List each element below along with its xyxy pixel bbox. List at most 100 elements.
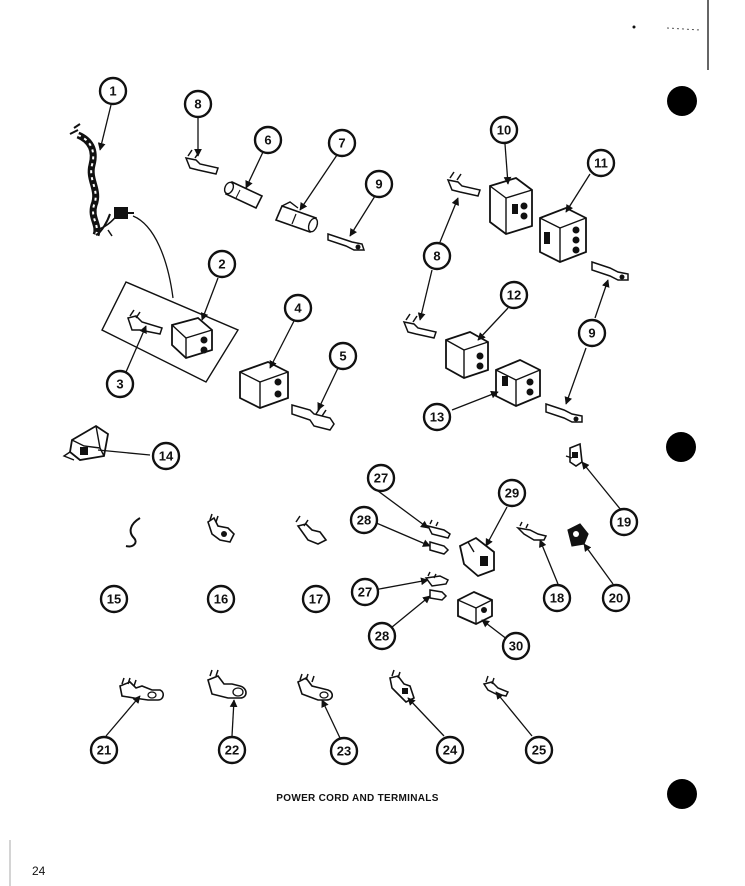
terminal-panel — [101, 281, 240, 383]
callout: 28 — [349, 505, 379, 535]
cap-20 — [567, 523, 589, 547]
callout: 21 — [89, 735, 119, 765]
binder-holes — [666, 86, 697, 809]
callout: 28 — [367, 621, 397, 651]
callout: 25 — [524, 735, 554, 765]
callout-label: 19 — [617, 515, 631, 530]
callout-label: 16 — [214, 592, 228, 607]
callout: 27 — [350, 577, 380, 607]
page-number: 24 — [32, 864, 46, 878]
callout: 15 — [99, 584, 129, 614]
callout: 7 — [327, 128, 357, 158]
binder-hole-bottom — [667, 779, 697, 809]
callout: 11 — [586, 148, 616, 178]
callout-label: 22 — [225, 743, 239, 758]
callout: 24 — [435, 735, 465, 765]
connector-housing-4 — [239, 361, 289, 409]
callout-label: 28 — [375, 629, 389, 644]
clip-15 — [125, 517, 141, 548]
callout: 27 — [366, 463, 396, 493]
connector-13 — [495, 359, 541, 407]
bracket-19 — [565, 442, 583, 467]
connector-11 — [539, 207, 587, 263]
callout: 2 — [207, 249, 237, 279]
connector-12 — [445, 331, 489, 379]
callout-label: 8 — [194, 97, 201, 112]
connector-30 — [457, 591, 493, 625]
callout: 14 — [151, 441, 181, 471]
callout: 12 — [499, 280, 529, 310]
callout-label: 5 — [339, 349, 346, 364]
callout-label: 11 — [594, 156, 608, 171]
terminal-16 — [207, 513, 235, 543]
callout-label: 25 — [532, 743, 546, 758]
terminal-27-top — [426, 519, 451, 539]
callout: 16 — [206, 584, 236, 614]
callout: 4 — [283, 293, 313, 323]
callout-label: 30 — [509, 639, 523, 654]
callout: 3 — [105, 369, 135, 399]
connector-29 — [458, 536, 495, 578]
power-cord-part — [69, 123, 134, 237]
callout-label: 13 — [430, 410, 444, 425]
sleeve-7 — [274, 201, 319, 234]
terminal-28-top — [429, 541, 450, 555]
ring-terminal-21 — [119, 677, 164, 701]
terminal-8-right-bottom — [402, 313, 437, 339]
bracket-14 — [62, 424, 109, 461]
callout: 10 — [489, 115, 519, 145]
leader-lines — [97, 104, 622, 739]
terminal-8-right-top — [446, 171, 481, 197]
connector-10 — [489, 177, 533, 235]
callout-label: 21 — [97, 743, 111, 758]
callout-label: 9 — [588, 326, 595, 341]
callout: 18 — [542, 583, 572, 613]
sleeve-6 — [223, 180, 264, 210]
callout: 19 — [609, 507, 639, 537]
diagram-caption: POWER CORD AND TERMINALS — [276, 793, 439, 804]
callout: 6 — [253, 125, 283, 155]
cord-to-panel-line — [132, 215, 174, 299]
callout-label: 1 — [109, 84, 116, 99]
terminal-24 — [389, 669, 415, 703]
ring-terminal-23 — [297, 673, 334, 701]
terminal-17 — [295, 515, 328, 545]
ring-terminal-22 — [207, 669, 247, 699]
callout-label: 23 — [337, 744, 351, 759]
callout: 8 — [422, 241, 452, 271]
callout-label: 24 — [443, 743, 458, 758]
callout: 9 — [364, 169, 394, 199]
callout-label: 17 — [309, 592, 323, 607]
callout: 1 — [98, 76, 128, 106]
callout-label: 7 — [338, 136, 345, 151]
callout-label: 29 — [505, 486, 519, 501]
callout: 30 — [501, 631, 531, 661]
callout: 20 — [601, 583, 631, 613]
callout-label: 27 — [374, 471, 388, 486]
callout-label: 18 — [550, 591, 564, 606]
callout-label: 4 — [294, 301, 302, 316]
terminal-28-bottom — [429, 589, 448, 601]
callout-label: 28 — [357, 513, 371, 528]
callout: 17 — [301, 584, 331, 614]
callout-label: 14 — [159, 449, 174, 464]
callout: 23 — [329, 736, 359, 766]
callout-label: 6 — [264, 133, 271, 148]
binder-hole-top — [667, 86, 697, 116]
callout: 13 — [422, 402, 452, 432]
callout: 29 — [497, 478, 527, 508]
callout-label: 15 — [107, 592, 121, 607]
callout: 9 — [577, 318, 607, 348]
binder-hole-middle — [666, 432, 696, 462]
callout-label: 10 — [497, 123, 511, 138]
callout: 22 — [217, 735, 247, 765]
page-edge-marks — [9, 0, 709, 886]
terminal-18 — [515, 521, 548, 541]
callout-label: 3 — [116, 377, 123, 392]
male-pin-9-right-bottom — [545, 402, 583, 423]
male-pin-9-right-top — [591, 260, 629, 281]
callout-label: 9 — [375, 177, 382, 192]
callout-label: 8 — [433, 249, 440, 264]
callout: 5 — [328, 341, 358, 371]
